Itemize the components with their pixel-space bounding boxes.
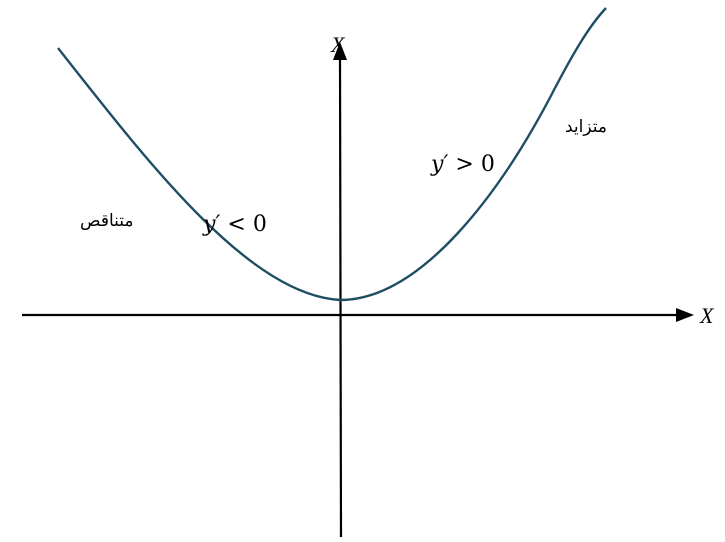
x-axis-arrowhead [676,308,694,322]
derivative-positive-var: y′ [430,152,448,177]
derivative-positive-rest: > 0 [448,152,494,177]
derivative-positive-label: y′ > 0 [430,152,495,177]
derivative-negative-label: y′ < 0 [202,212,267,237]
derivative-negative-rest: < 0 [220,212,266,237]
increasing-label: متزايد [565,117,607,137]
x-axis-label: X [699,303,715,328]
y-axis [338,59,343,538]
y-axis-arrowhead [333,42,347,60]
function-curve [57,7,607,302]
y-axis-label: X [330,32,346,57]
decreasing-label: متناقص [80,211,134,231]
derivative-negative-var: y′ [202,212,220,237]
